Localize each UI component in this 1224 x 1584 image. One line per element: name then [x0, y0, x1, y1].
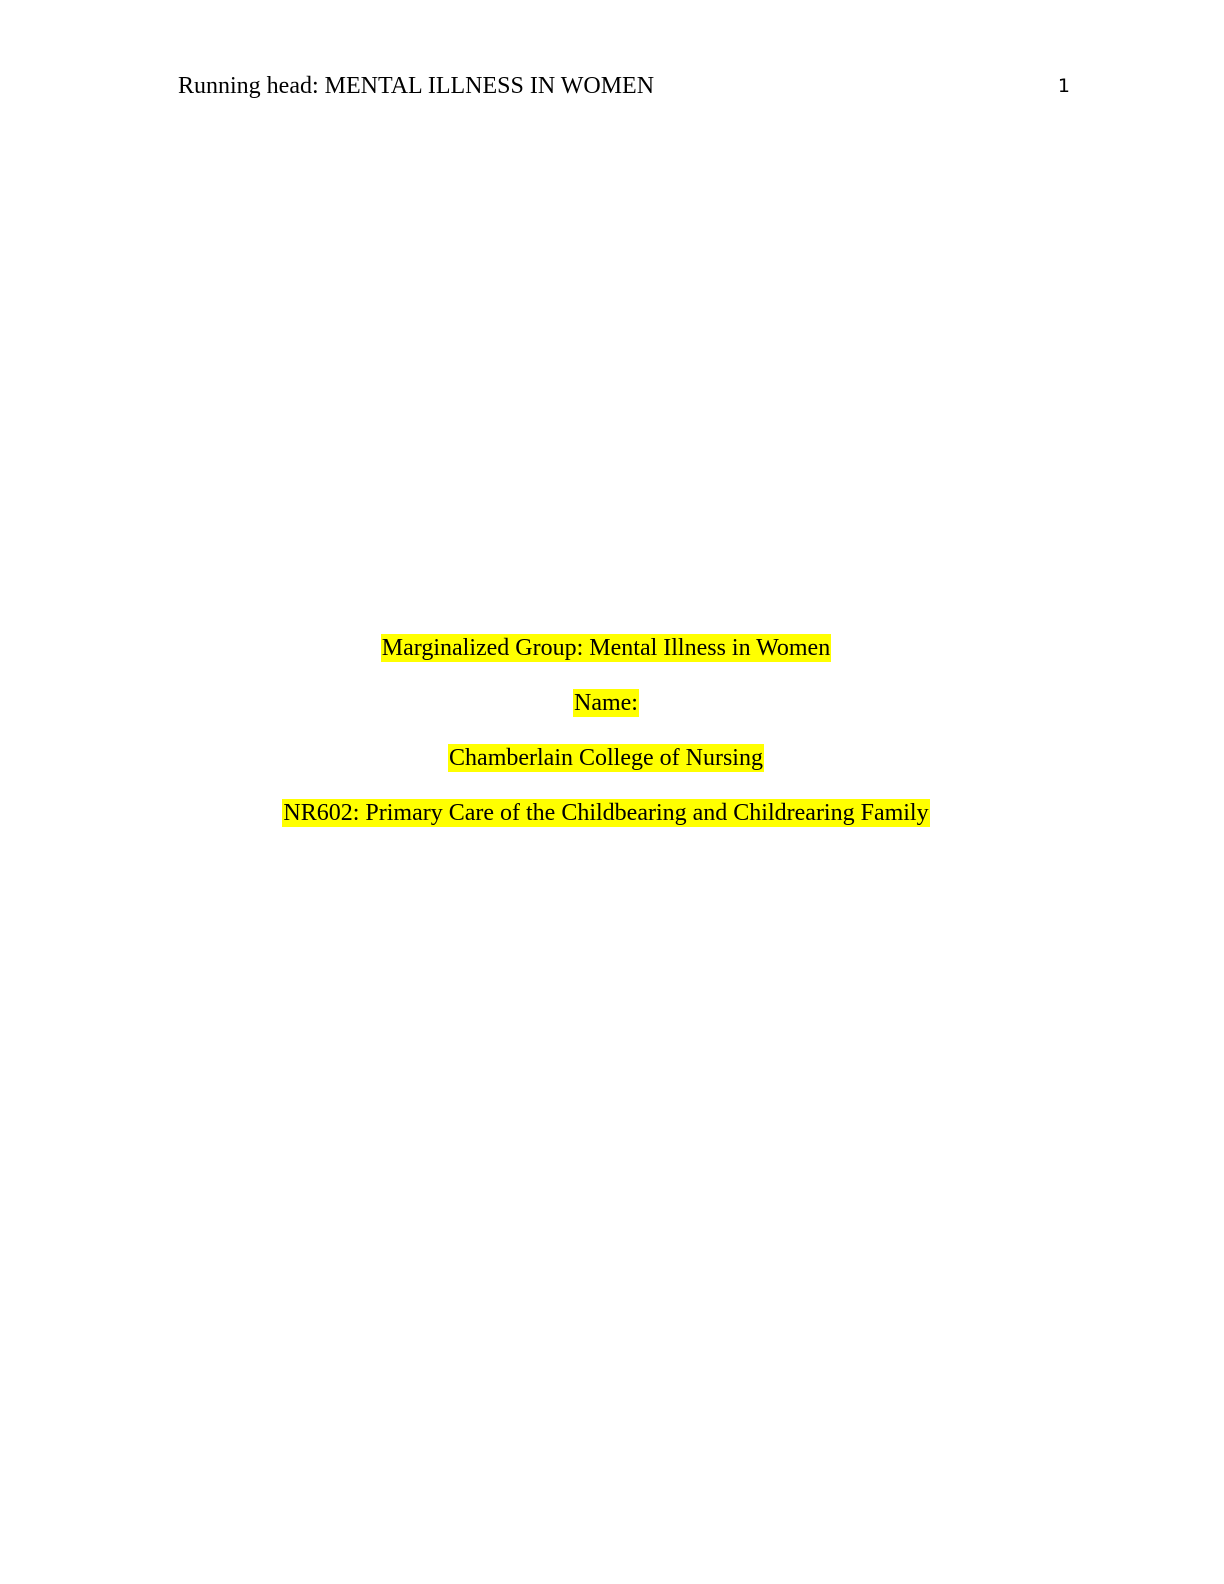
- institution-line: Chamberlain College of Nursing: [0, 743, 1212, 798]
- course-name: NR602: Primary Care of the Childbearing …: [282, 799, 930, 827]
- page-number: 1: [1057, 75, 1070, 97]
- author-name: Name:: [573, 689, 639, 717]
- institution: Chamberlain College of Nursing: [448, 744, 764, 772]
- title-line: Marginalized Group: Mental Illness in Wo…: [0, 633, 1212, 688]
- title-block: Marginalized Group: Mental Illness in Wo…: [0, 633, 1212, 853]
- name-line: Name:: [0, 688, 1212, 743]
- paper-title: Marginalized Group: Mental Illness in Wo…: [380, 634, 832, 662]
- course-line: NR602: Primary Care of the Childbearing …: [0, 798, 1212, 853]
- running-head: Running head: MENTAL ILLNESS IN WOMEN: [178, 73, 655, 99]
